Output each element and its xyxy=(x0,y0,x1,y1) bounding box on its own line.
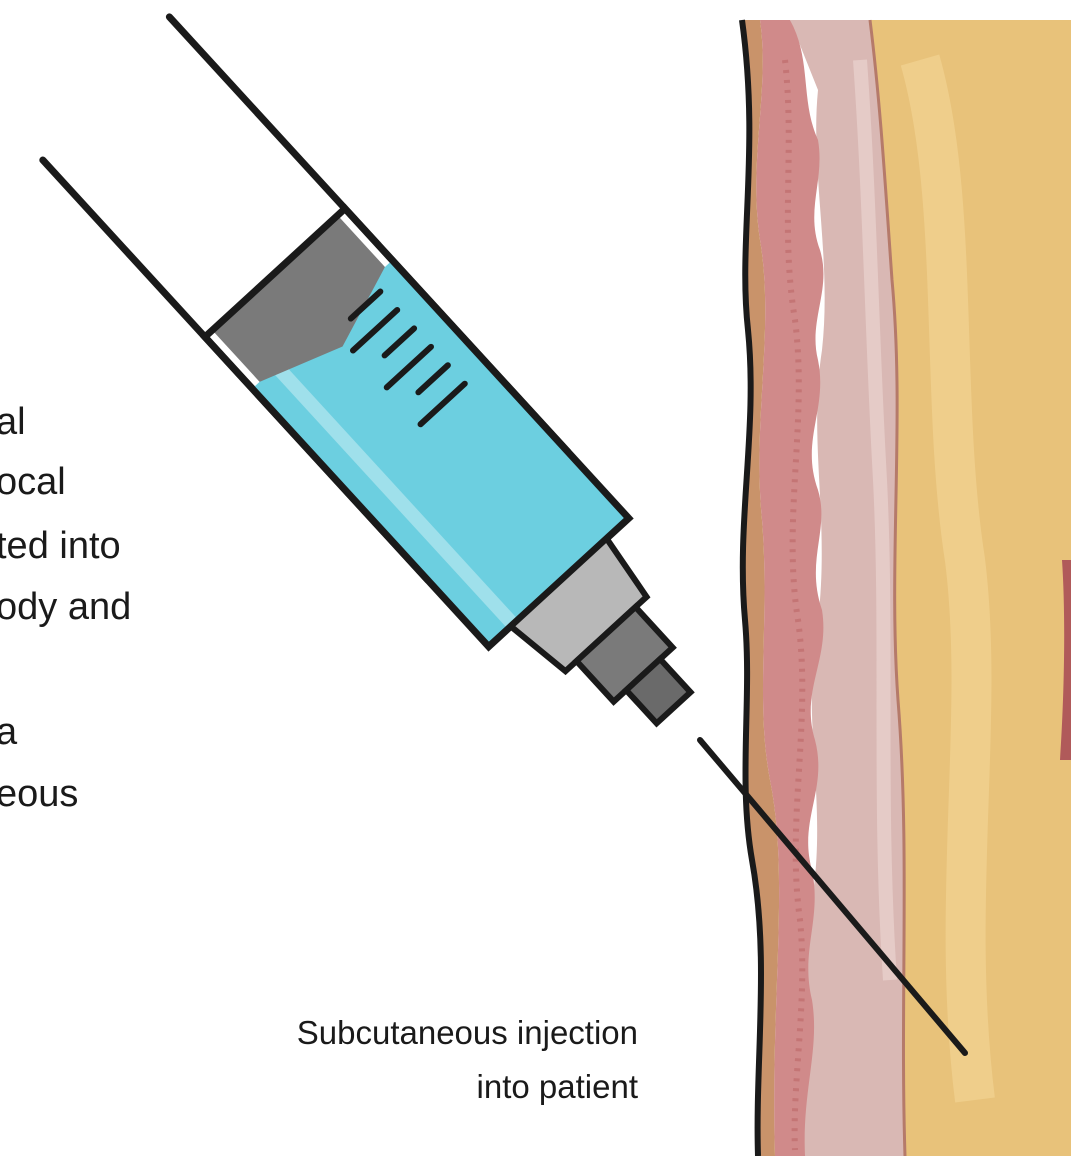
caption-line-2: into patient xyxy=(477,1066,638,1108)
description-line-2: ocal xyxy=(0,448,66,517)
caption-line-1: Subcutaneous injection xyxy=(297,1012,638,1054)
description-line-7: eous xyxy=(0,760,78,829)
description-line-1: al xyxy=(0,388,26,457)
description-line-4: ody and xyxy=(0,573,131,642)
needle-icon xyxy=(700,740,965,1053)
description-line-3: ted into xyxy=(0,512,121,581)
description-line-6: a xyxy=(0,698,17,767)
